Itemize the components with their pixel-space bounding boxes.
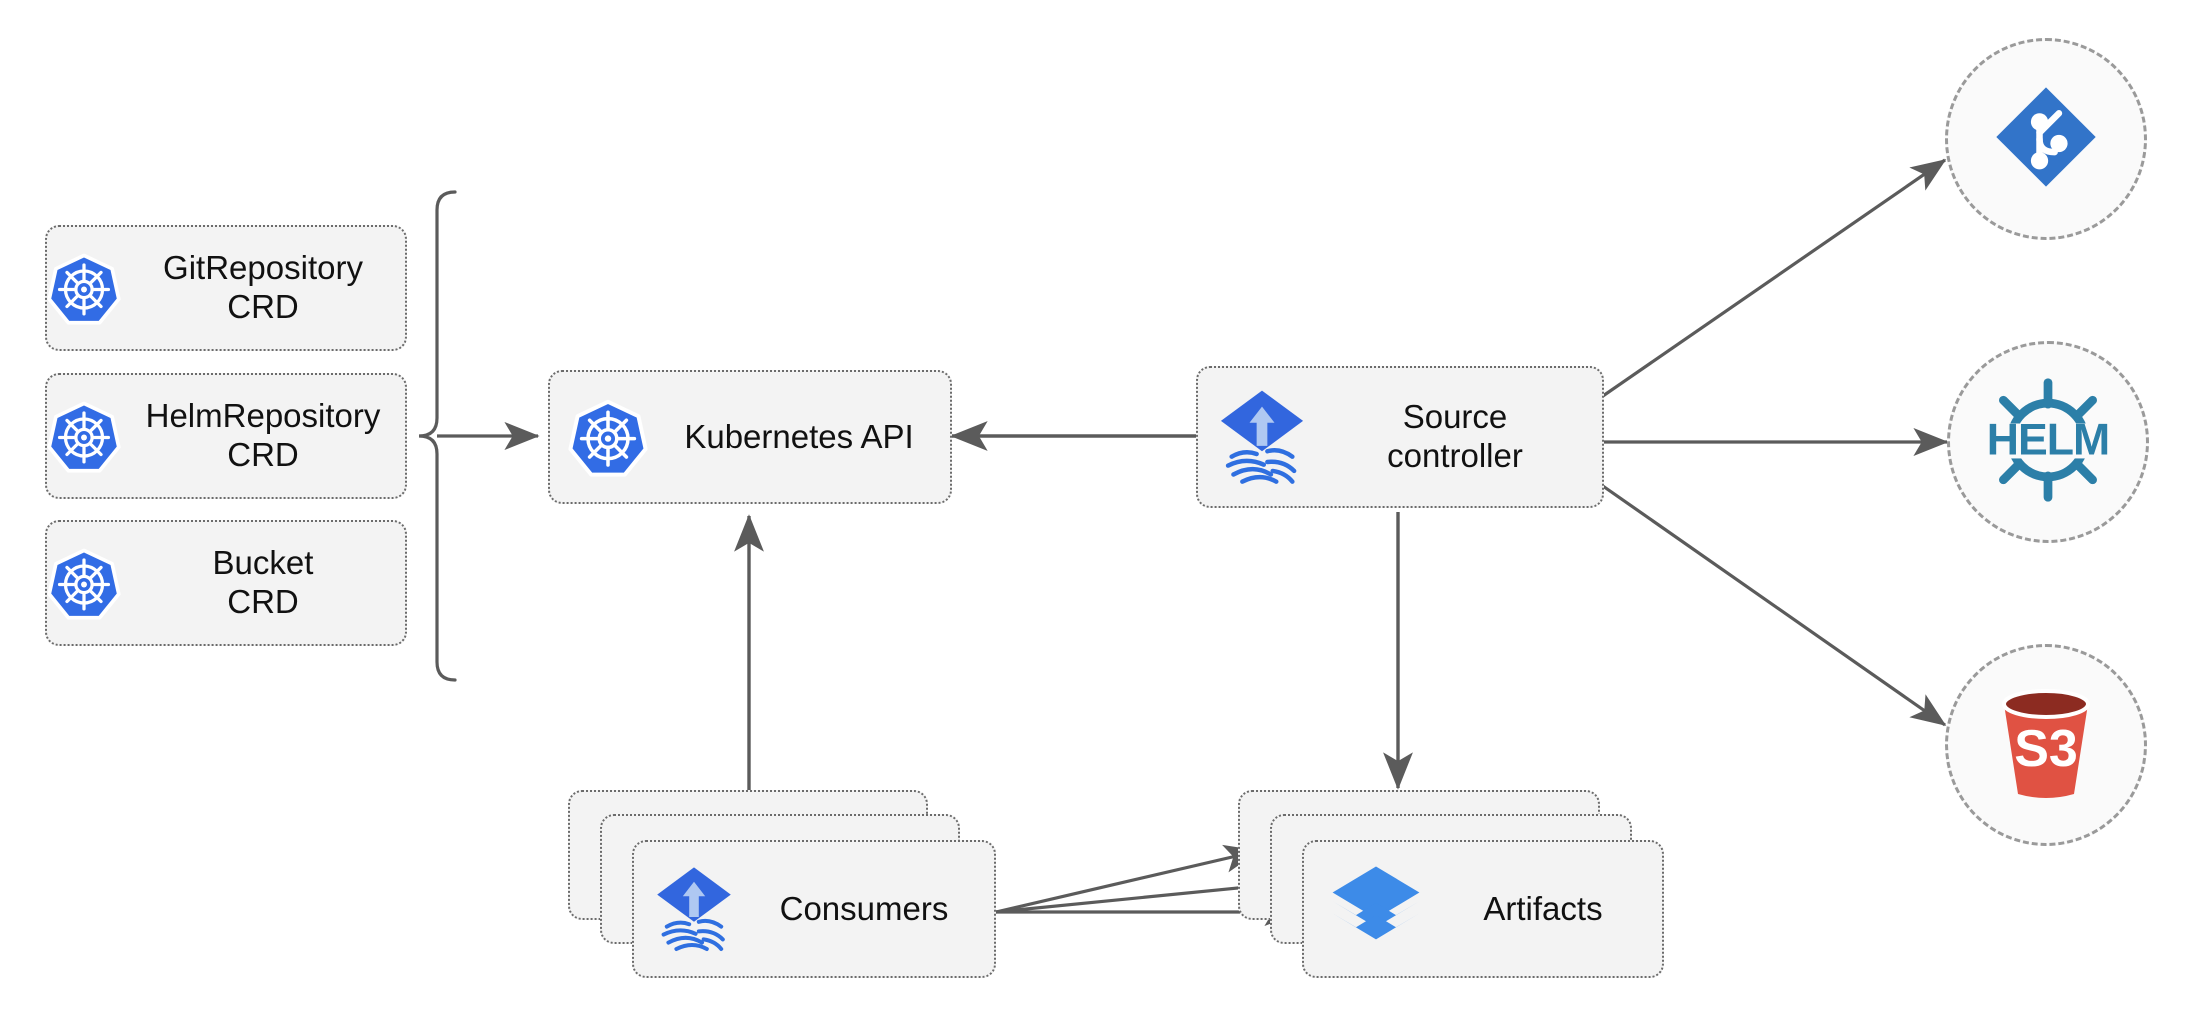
consumers-node[interactable]: Consumers (632, 840, 996, 978)
crd-group-brace (418, 190, 457, 682)
kubernetes-icon (568, 397, 648, 477)
kubernetes-icon (47, 399, 121, 473)
layers-icon (1328, 863, 1424, 955)
source-controller-node[interactable]: Source controller (1196, 366, 1604, 508)
s3-label: S3 (2014, 720, 2078, 778)
artifacts-node[interactable]: Artifacts (1302, 840, 1664, 978)
git-icon (1992, 83, 2100, 196)
flux-icon (1216, 387, 1308, 487)
s3-source-circle[interactable]: S3 (1945, 644, 2147, 846)
crd-card-helmrepository[interactable]: HelmRepository CRD (45, 373, 407, 499)
connector-consumers-to-artifacts-2 (995, 873, 1280, 914)
connector-source-to-git (1599, 158, 1947, 400)
artifacts-label: Artifacts (1483, 889, 1603, 927)
kubernetes-api-label: Kubernetes API (684, 417, 914, 455)
connector-source-to-s3 (1599, 482, 1947, 727)
consumers-label: Consumers (779, 889, 949, 927)
kubernetes-api-node[interactable]: Kubernetes API (548, 370, 952, 504)
git-source-circle[interactable] (1945, 38, 2147, 240)
flux-icon (654, 863, 734, 955)
crd-card-bucket[interactable]: Bucket CRD (45, 520, 407, 646)
kubernetes-icon (47, 546, 121, 620)
crd-card-label: GitRepository CRD (163, 249, 363, 325)
crd-card-gitrepository[interactable]: GitRepository CRD (45, 225, 407, 351)
helm-source-circle[interactable]: HELM (1947, 341, 2149, 543)
crd-card-label: HelmRepository CRD (145, 397, 381, 473)
kubernetes-icon (47, 251, 121, 325)
crd-card-label: Bucket CRD (212, 544, 314, 620)
helm-icon: HELM (1980, 375, 2116, 510)
s3-icon: S3 (1988, 682, 2104, 809)
source-controller-label: Source controller (1387, 398, 1523, 474)
helm-label: HELM (1987, 415, 2110, 464)
connector-consumers-to-artifacts-1 (995, 844, 1260, 914)
